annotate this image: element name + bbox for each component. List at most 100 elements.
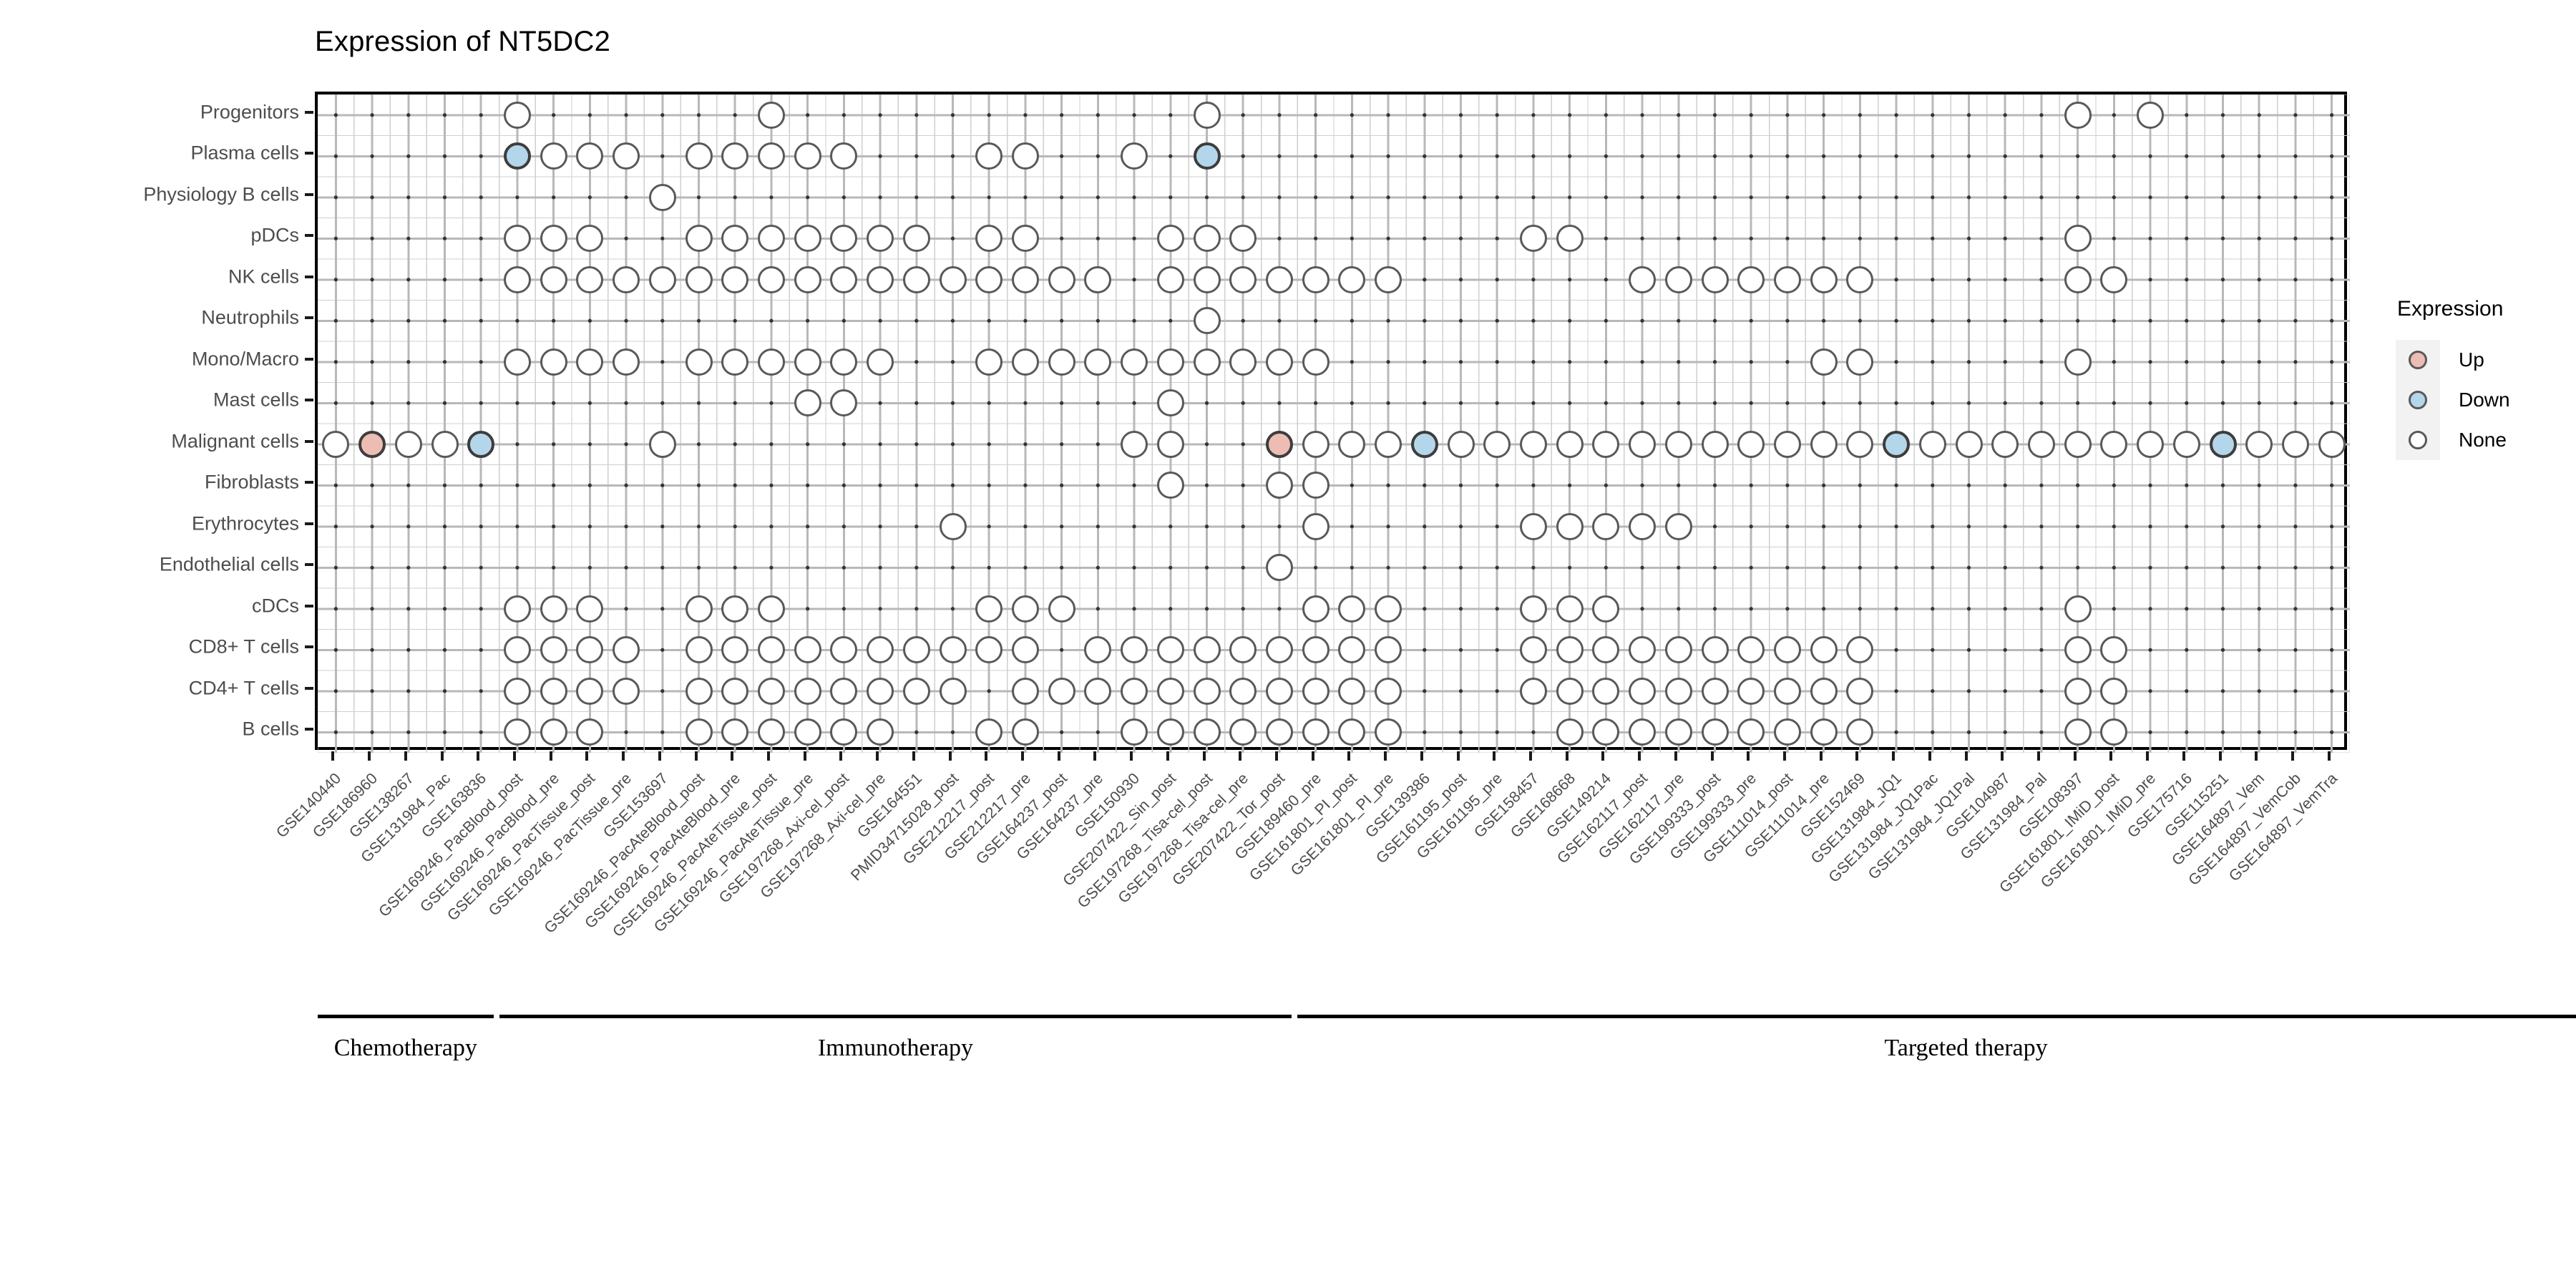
expression-dot [1592, 430, 1620, 458]
x-axis-tick [839, 751, 843, 761]
legend-title: Expression [2397, 297, 2504, 321]
x-axis-tick [2146, 751, 2150, 761]
expression-dot [613, 677, 640, 705]
x-axis-tick [1528, 751, 1532, 761]
x-axis-tick [2290, 751, 2294, 761]
expression-dot [2137, 101, 2165, 129]
x-axis-tick [948, 751, 952, 761]
x-axis-tick [766, 751, 770, 761]
expression-dot [1265, 554, 1293, 582]
x-axis-tick [2182, 751, 2185, 761]
expression-dot [1156, 718, 1184, 746]
legend-dot-icon [2409, 431, 2427, 449]
x-axis-tick [512, 751, 516, 761]
expression-dot [1592, 595, 1620, 623]
group-label: Chemotherapy [333, 1035, 477, 1061]
expression-dot [902, 225, 930, 253]
expression-dot [1483, 430, 1511, 458]
expression-dot [431, 430, 459, 458]
expression-dot [1193, 348, 1221, 376]
expression-dot [685, 225, 713, 253]
expression-dot [1810, 348, 1838, 376]
x-axis-tick [2036, 751, 2040, 761]
expression-dot [1084, 636, 1112, 664]
expression-dot [830, 389, 858, 417]
x-axis-tick [912, 751, 915, 761]
expression-dot [1592, 512, 1620, 540]
expression-dot [1664, 636, 1692, 664]
legend-entry[interactable]: None [2396, 420, 2575, 460]
expression-dot [503, 718, 531, 746]
expression-dot [2064, 595, 2092, 623]
legend-key-swatch [2396, 340, 2440, 380]
x-axis-tick [1311, 751, 1314, 761]
expression-dot [757, 142, 785, 170]
expression-dot [1265, 430, 1293, 458]
expression-dot [613, 142, 640, 170]
expression-dot [830, 636, 858, 664]
expression-dot [794, 389, 821, 417]
expression-dot [394, 430, 422, 458]
expression-dot [794, 636, 821, 664]
x-axis-tick [622, 751, 625, 761]
expression-dot [1048, 595, 1075, 623]
expression-dot [2064, 677, 2092, 705]
expression-dot [648, 265, 676, 293]
expression-dot [1519, 430, 1547, 458]
y-axis-label: Plasma cells [190, 142, 299, 164]
expression-dot [685, 265, 713, 293]
expression-dot [830, 718, 858, 746]
expression-dot [1846, 718, 1874, 746]
expression-dot [1193, 142, 1221, 170]
legend-entry[interactable]: Down [2396, 380, 2575, 420]
x-axis-tick [1747, 751, 1750, 761]
x-axis-tick [1202, 751, 1206, 761]
expression-dot [867, 225, 894, 253]
x-axis-tick [1565, 751, 1568, 761]
expression-dot [503, 348, 531, 376]
expression-dot [1701, 265, 1729, 293]
legend-entry[interactable]: Up [2396, 340, 2575, 380]
expression-dot [1447, 430, 1475, 458]
expression-dot [1156, 265, 1184, 293]
expression-dot [613, 265, 640, 293]
expression-dot [1338, 265, 1366, 293]
expression-dot [1011, 265, 1039, 293]
expression-dot [1556, 595, 1584, 623]
expression-dot [1193, 225, 1221, 253]
y-axis-tick [305, 481, 313, 484]
x-axis-tick [2218, 751, 2222, 761]
expression-dot [540, 595, 567, 623]
expression-dot [867, 718, 894, 746]
expression-dot [503, 142, 531, 170]
expression-dot [1156, 472, 1184, 499]
expression-dot [1629, 636, 1657, 664]
expression-dot [1048, 265, 1075, 293]
expression-dot [975, 142, 1003, 170]
expression-dot [1556, 718, 1584, 746]
expression-dot [1193, 307, 1221, 335]
expression-dot [648, 183, 676, 211]
expression-dot [1701, 718, 1729, 746]
y-axis-label: Mono/Macro [191, 348, 299, 370]
y-axis-label: Endothelial cells [159, 553, 299, 575]
expression-dot [1265, 677, 1293, 705]
expression-dot [1810, 265, 1838, 293]
y-axis-tick [305, 234, 313, 238]
expression-dot [1556, 677, 1584, 705]
expression-dot [830, 225, 858, 253]
expression-dot [975, 225, 1003, 253]
expression-dot [1664, 512, 1692, 540]
expression-dot [540, 225, 567, 253]
expression-dot [975, 718, 1003, 746]
expression-dot [1229, 265, 1257, 293]
x-axis-tick [1130, 751, 1133, 761]
expression-dot [2064, 225, 2092, 253]
expression-dot [2064, 265, 2092, 293]
y-axis-tick [305, 357, 313, 361]
expression-dot [939, 512, 967, 540]
expression-dot [1664, 430, 1692, 458]
expression-dot [1519, 225, 1547, 253]
expression-dot [902, 677, 930, 705]
x-axis-tick [549, 751, 552, 761]
